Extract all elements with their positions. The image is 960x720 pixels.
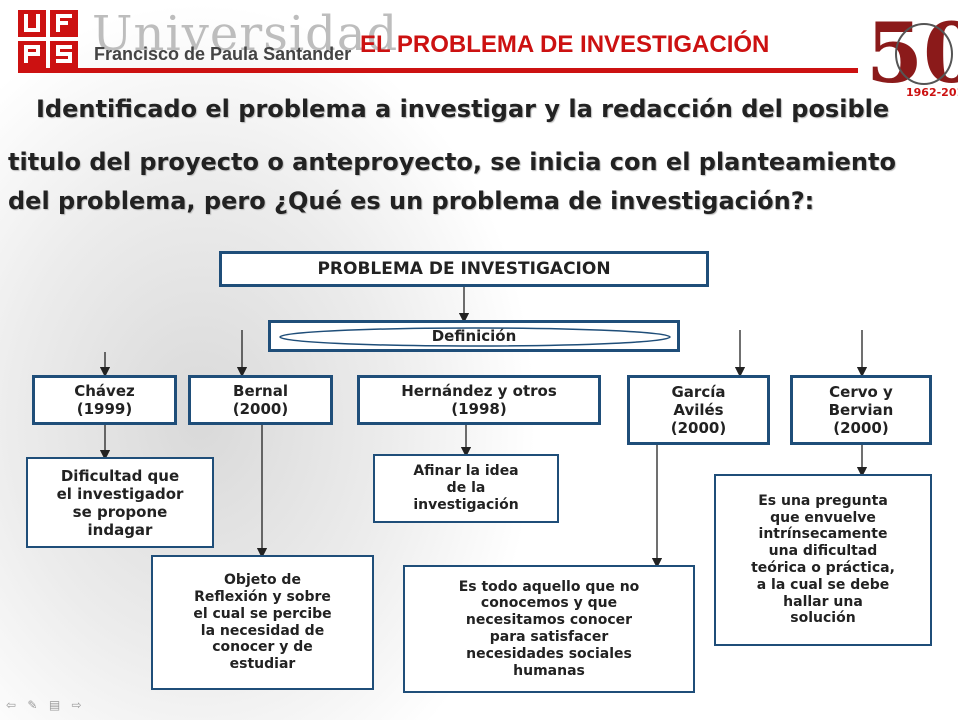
menu-icon[interactable]: ▤: [48, 698, 61, 712]
pen-icon[interactable]: ✎: [27, 698, 38, 712]
anniversary-logo: 50 1962-2012: [866, 6, 958, 100]
definition-cervo: Es una pregunta que envuelve intrínsecam…: [714, 474, 932, 646]
back-arrow-icon[interactable]: ⇦: [6, 698, 17, 712]
definition-ellipse: [279, 327, 671, 347]
definition-bernal: Objeto de Reflexión y sobre el cual se p…: [151, 555, 374, 690]
intro-line-1: Identificado el problema a investigar y …: [36, 95, 890, 123]
definition-hernandez: Afinar la idea de la investigación: [373, 454, 559, 523]
title-underline: [18, 68, 858, 73]
definition-chavez: Dificultad que el investigador se propon…: [26, 457, 214, 548]
definition-box: Definición: [268, 320, 680, 352]
author-cervo: Cervo y Bervian (2000): [790, 375, 932, 445]
anniversary-number: 50: [866, 6, 958, 100]
page-title: EL PROBLEMA DE INVESTIGACIÓN: [360, 31, 770, 58]
intro-line-2: titulo del proyecto o anteproyecto, se i…: [8, 148, 896, 176]
definition-label: Definición: [431, 327, 517, 345]
university-word: Universidad: [92, 6, 399, 62]
author-garcia: García Avilés (2000): [627, 375, 770, 445]
slideshow-controls: ⇦ ✎ ▤ ⇨: [6, 698, 90, 712]
author-bernal: Bernal (2000): [188, 375, 333, 425]
intro-line-3: del problema, pero ¿Qué es un problema d…: [8, 187, 815, 215]
forward-arrow-icon[interactable]: ⇨: [71, 698, 82, 712]
author-hernandez: Hernández y otros (1998): [357, 375, 601, 425]
root-box: PROBLEMA DE INVESTIGACION: [219, 251, 709, 287]
anniversary-years: 1962-2012: [906, 86, 958, 99]
university-name: Francisco de Paula Santander: [94, 44, 352, 64]
ufps-logo: [18, 10, 78, 68]
root-label: PROBLEMA DE INVESTIGACION: [317, 258, 611, 279]
author-chavez: Chávez (1999): [32, 375, 177, 425]
definition-garcia: Es todo aquello que no conocemos y que n…: [403, 565, 695, 693]
